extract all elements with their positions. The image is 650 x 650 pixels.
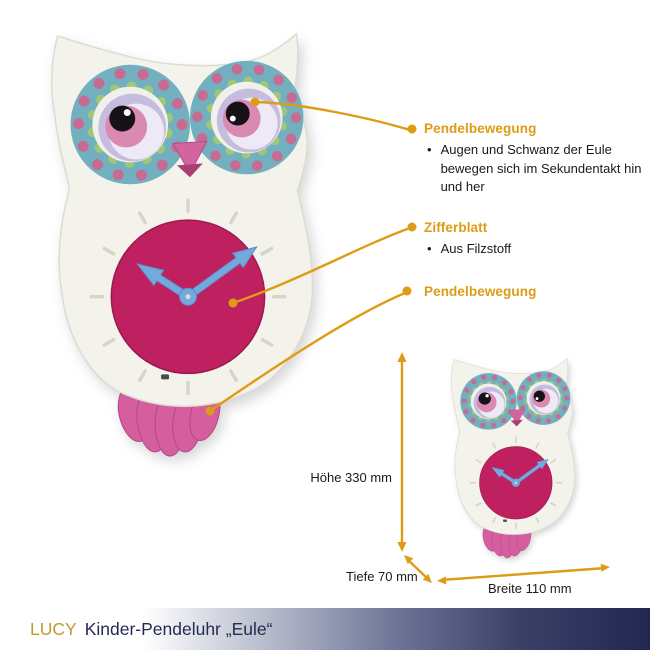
arrowhead [600,563,610,572]
bullet-icon: • [427,241,432,256]
annotation-pendulum-eyes: Pendelbewegung • Augen und Schwanz der E… [424,121,645,197]
callout-line-eyes [254,100,411,132]
brand-name: LUCY [30,618,77,639]
callout-bullet [407,222,417,232]
annotation-bullet-item: • Augen und Schwanz der Eule bewegen sic… [427,141,645,197]
arrowhead [397,542,407,552]
annotation-label: Zifferblatt [424,220,488,235]
owl-left-eye [70,64,190,185]
dimension-height-label: Höhe 330 mm [310,470,392,485]
annotation-label: Pendelbewegung [424,284,537,299]
callout-dot [228,298,238,308]
owl-beak [172,140,208,178]
annotation-text: Augen und Schwanz der Eule bewegen sich … [440,142,642,194]
arrowhead [397,352,407,362]
callout-line-dial [232,226,411,305]
callout-line-tail [209,291,406,412]
width-arrow [440,566,607,582]
owl-right-eye [189,60,304,175]
callout-bullet [402,286,412,296]
clock-tick-marks [89,198,287,396]
dimension-depth-label: Tiefe 70 mm [346,569,418,584]
callout-bullet [407,124,417,134]
annotation-bullet-item: • Aus Filzstoff [427,240,645,259]
clock-hands [135,246,258,306]
product-banner: LUCY Kinder-Pendeluhr „Eule“ [0,608,650,650]
arrowhead [437,576,447,585]
annotation-pendulum-tail: Pendelbewegung [424,284,536,299]
product-title: Kinder-Pendeluhr „Eule“ [84,618,273,639]
winding-slot [161,374,170,380]
depth-arrow [406,558,430,581]
bullet-icon: • [427,142,432,157]
callout-dot [205,406,215,416]
annotation-label: Pendelbewegung [424,121,537,136]
owl-clock-large [51,32,314,457]
annotation-text: Aus Filzstoff [440,241,512,256]
callout-dot [250,97,260,107]
dimension-width-label: Breite 110 mm [488,581,572,596]
arrowhead [422,573,432,583]
annotation-dial: Zifferblatt • Aus Filzstoff [424,220,645,259]
arrowhead [404,555,414,565]
